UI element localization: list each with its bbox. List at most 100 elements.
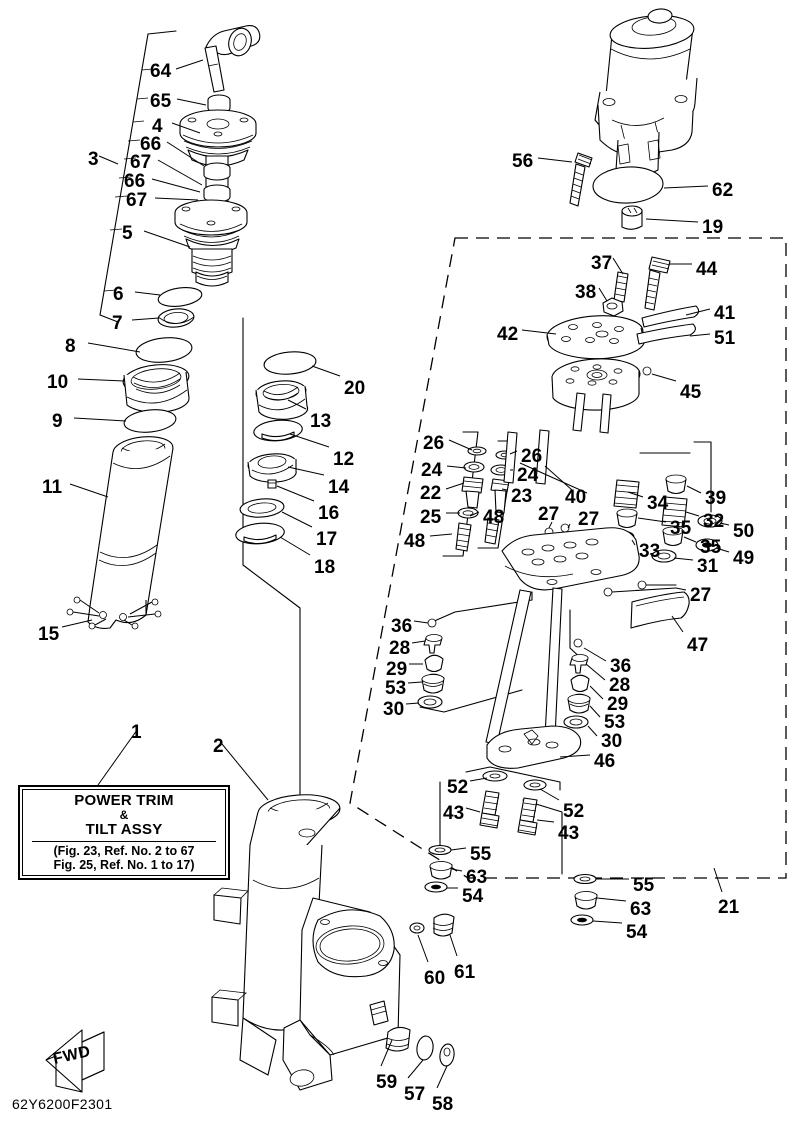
callout-15: 15 <box>38 624 60 645</box>
leader-lines <box>61 59 730 1089</box>
callout-46: 46 <box>594 751 616 772</box>
tilt-cylinder-body <box>211 794 455 1091</box>
callout-24: 24 <box>421 460 443 481</box>
callout-55: 55 <box>633 875 655 896</box>
callout-19: 19 <box>702 217 724 238</box>
callout-64: 64 <box>150 61 172 82</box>
callout-59: 59 <box>376 1072 398 1093</box>
callout-34: 34 <box>647 493 669 514</box>
title-ref-line-2: Fig. 25, Ref. No. 1 to 17) <box>53 858 195 872</box>
lower-bolt-sets <box>424 766 598 926</box>
callout-54: 54 <box>462 886 484 907</box>
callout-49: 49 <box>733 548 755 569</box>
callout-51: 51 <box>714 328 736 349</box>
callout-30: 30 <box>383 699 405 720</box>
callout-36: 36 <box>610 656 632 677</box>
callout-5: 5 <box>122 223 133 244</box>
callout-63: 63 <box>466 867 488 888</box>
callout-21: 21 <box>718 897 740 918</box>
title-ampersand: & <box>119 808 129 822</box>
callout-58: 58 <box>432 1094 454 1115</box>
callout-48: 48 <box>404 531 426 552</box>
callout-22: 22 <box>420 483 442 504</box>
callout-23: 23 <box>511 486 533 507</box>
callout-60: 60 <box>424 968 446 989</box>
callout-43: 43 <box>558 823 580 844</box>
title-divider <box>31 841 217 842</box>
callout-67: 67 <box>130 152 152 173</box>
callout-14: 14 <box>328 477 350 498</box>
trim-ram-assembly <box>157 25 261 328</box>
callout-62: 62 <box>712 180 734 201</box>
callout-50: 50 <box>733 521 755 542</box>
callout-52: 52 <box>563 801 585 822</box>
callout-40: 40 <box>565 487 587 508</box>
callout-38: 38 <box>575 282 597 303</box>
callout-3: 3 <box>88 149 99 170</box>
callout-8: 8 <box>65 336 76 357</box>
callout-7: 7 <box>112 313 123 334</box>
callout-56: 56 <box>512 151 534 172</box>
callout-6: 6 <box>113 284 124 305</box>
callout-9: 9 <box>52 411 63 432</box>
callout-28: 28 <box>389 638 411 659</box>
callout-20: 20 <box>344 378 366 399</box>
callout-17: 17 <box>316 529 338 550</box>
callout-35: 35 <box>670 518 692 539</box>
callout-11: 11 <box>42 477 63 498</box>
callout-36: 36 <box>391 616 413 637</box>
callout-4: 4 <box>152 116 163 137</box>
callout-30: 30 <box>601 731 623 752</box>
callout-53: 53 <box>385 678 407 699</box>
callout-27: 27 <box>578 509 600 530</box>
pump-assembly-dashed-boundary <box>349 237 787 879</box>
trim-motor-assembly <box>569 8 698 230</box>
callout-67: 67 <box>126 190 148 211</box>
callout-12: 12 <box>333 449 355 470</box>
callout-44: 44 <box>696 259 718 280</box>
title-line-1: POWER TRIM <box>74 792 174 809</box>
callout-53: 53 <box>604 712 626 733</box>
bolt-56 <box>569 152 593 207</box>
callout-47: 47 <box>687 635 709 656</box>
callout-26: 26 <box>423 433 445 454</box>
bracket-group-3 <box>98 30 177 323</box>
callout-29: 29 <box>607 694 629 715</box>
callout-63: 63 <box>630 899 652 920</box>
diagram-code: 62Y6200F2301 <box>12 1096 113 1112</box>
title-line-2: TILT ASSY <box>85 821 163 838</box>
callout-26: 26 <box>521 446 543 467</box>
callout-42: 42 <box>497 324 519 345</box>
callout-43: 43 <box>443 803 465 824</box>
callout-65: 65 <box>150 91 172 112</box>
callout-55: 55 <box>470 844 492 865</box>
callout-32: 32 <box>703 511 725 532</box>
callout-33: 33 <box>639 541 661 562</box>
callout-31: 31 <box>697 556 719 577</box>
callout-37: 37 <box>591 253 613 274</box>
callout-18: 18 <box>314 557 336 578</box>
callout-10: 10 <box>47 372 69 393</box>
callout-2: 2 <box>213 736 224 757</box>
callout-54: 54 <box>626 922 648 943</box>
pump-upper-assembly <box>546 256 700 434</box>
callout-35: 35 <box>700 537 722 558</box>
title-box: POWER TRIM & TILT ASSY (Fig. 23, Ref. No… <box>18 785 230 880</box>
callout-48: 48 <box>483 507 505 528</box>
fwd-arrow-icon <box>45 1029 105 1093</box>
callout-52: 52 <box>447 777 469 798</box>
callout-66: 66 <box>124 171 146 192</box>
callout-39: 39 <box>705 488 727 509</box>
callout-1: 1 <box>131 722 142 743</box>
valve-parts-cluster <box>442 429 723 629</box>
callout-66: 66 <box>140 134 162 155</box>
callout-16: 16 <box>318 503 340 524</box>
callout-45: 45 <box>680 382 702 403</box>
callout-29: 29 <box>386 659 408 680</box>
callout-57: 57 <box>404 1084 426 1105</box>
callout-27: 27 <box>690 585 712 606</box>
callout-28: 28 <box>609 675 631 696</box>
callout-24: 24 <box>517 465 539 486</box>
cylinder-seal-stack <box>235 317 317 1061</box>
